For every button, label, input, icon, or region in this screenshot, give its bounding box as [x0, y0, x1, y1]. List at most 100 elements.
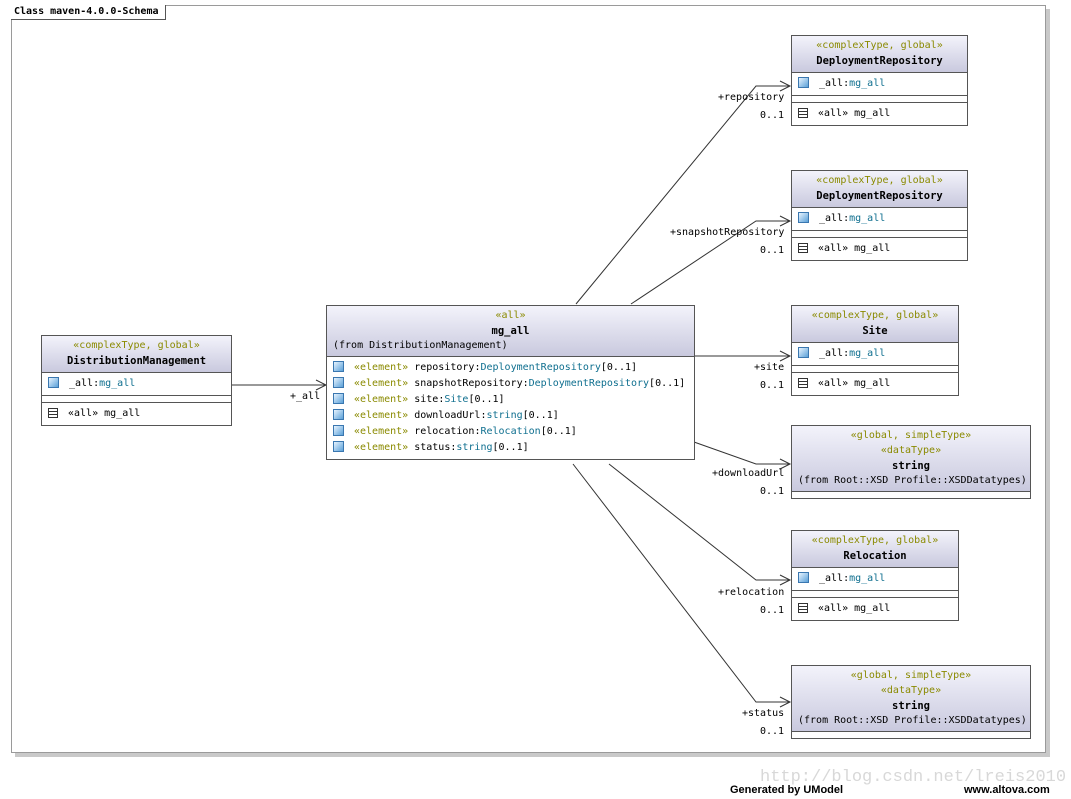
element-icon [333, 377, 344, 388]
stereotype: «global, simpleType» [850, 670, 972, 681]
attribute-section: _all:mg_all [792, 568, 958, 591]
operation-keyword: «all» [818, 108, 849, 119]
assoc-arrow-snapshot [779, 215, 792, 227]
class-header: «complexType, global» Site [792, 306, 958, 343]
operation-keyword: «all» [68, 408, 99, 419]
class-header: «global, simpleType» «dataType» string (… [792, 666, 1030, 732]
class-name: DistributionManagement [66, 355, 207, 367]
attribute-icon [798, 347, 809, 358]
attribute-type: mg_all [849, 573, 886, 584]
class-header: «global, simpleType» «dataType» string (… [792, 426, 1030, 492]
assoc-arrow-repository [779, 80, 792, 92]
element-multiplicity: [0..1] [522, 410, 559, 421]
role-label-site: +site [754, 362, 785, 373]
class-deployment-repository-snapshot[interactable]: «complexType, global» DeploymentReposito… [791, 170, 968, 261]
attribute-icon [798, 212, 809, 223]
class-name: Site [862, 325, 888, 337]
element-type: Relocation [480, 426, 541, 437]
class-header: «all» mg_all (from DistributionManagemen… [327, 306, 694, 357]
element-multiplicity: [0..1] [540, 426, 577, 437]
role-label-downloadurl: +downloadUrl [712, 468, 785, 479]
empty-section [42, 396, 231, 403]
class-header: «complexType, global» DeploymentReposito… [792, 36, 967, 73]
role-label-all: +_all [290, 391, 321, 402]
element-keyword: «element» [354, 410, 409, 421]
from-package: (from Root::XSD Profile::XSDDatatypes) [798, 475, 1027, 486]
role-label-snapshot: +snapshotRepository [670, 227, 785, 238]
element-name: repository [414, 362, 475, 373]
class-name: DeploymentRepository [816, 190, 943, 202]
attribute-type: mg_all [849, 348, 886, 359]
element-multiplicity: [0..1] [492, 442, 529, 453]
class-string-status[interactable]: «global, simpleType» «dataType» string (… [791, 665, 1031, 739]
element-row: «element» repository:DeploymentRepositor… [333, 360, 688, 376]
class-header: «complexType, global» Relocation [792, 531, 958, 568]
stereotype: «complexType, global» [811, 310, 939, 321]
element-icon [333, 393, 344, 404]
assoc-line-repository [575, 85, 790, 305]
assoc-line-relocation [608, 463, 790, 581]
generated-by-label: Generated by UModel [730, 784, 844, 796]
attribute-name: _all [819, 213, 844, 224]
stereotype: «complexType, global» [811, 535, 939, 546]
assoc-line-snapshot [630, 220, 790, 305]
class-header: «complexType, global» DistributionManage… [42, 336, 231, 373]
element-row: «element» downloadUrl:string[0..1] [333, 408, 688, 424]
element-keyword: «element» [354, 426, 409, 437]
operation-keyword: «all» [818, 603, 849, 614]
class-distribution-management[interactable]: «complexType, global» DistributionManage… [41, 335, 232, 426]
operation-section: «all» mg_all [792, 238, 967, 260]
assoc-arrow-site [779, 350, 792, 362]
element-multiplicity: [0..1] [649, 378, 686, 389]
stereotype: «complexType, global» [816, 40, 943, 51]
class-string-downloadurl[interactable]: «global, simpleType» «dataType» string (… [791, 425, 1031, 499]
role-label-relocation: +relocation [718, 587, 785, 598]
class-header: «complexType, global» DeploymentReposito… [792, 171, 967, 208]
assoc-arrow-download [779, 458, 792, 470]
attribute-type: mg_all [849, 78, 886, 89]
from-package: (from Root::XSD Profile::XSDDatatypes) [798, 715, 1027, 726]
assoc-arrow-status [779, 696, 792, 708]
vendor-url[interactable]: www.altova.com [964, 784, 1050, 796]
class-name: DeploymentRepository [816, 55, 943, 67]
attribute-icon [48, 377, 59, 388]
element-row: «element» status:string[0..1] [333, 440, 688, 456]
element-icon [333, 361, 344, 372]
from-package: (from DistributionManagement) [333, 340, 508, 351]
element-icon [333, 409, 344, 420]
stereotype: «all» [495, 310, 526, 321]
operation-section: «all» mg_all [792, 103, 967, 125]
operation-icon [798, 243, 808, 253]
assoc-line-download [693, 441, 790, 465]
operation-section: «all» mg_all [792, 598, 958, 620]
element-icon [333, 441, 344, 452]
attribute-section: _all:mg_all [792, 73, 967, 96]
class-deployment-repository[interactable]: «complexType, global» DeploymentReposito… [791, 35, 968, 126]
multiplicity-downloadurl: 0..1 [760, 486, 785, 497]
element-name: downloadUrl [414, 410, 481, 421]
element-name: snapshotRepository [414, 378, 523, 389]
class-name: mg_all [491, 325, 530, 337]
class-site[interactable]: «complexType, global» Site _all:mg_all «… [791, 305, 959, 396]
multiplicity-repository: 0..1 [760, 110, 785, 121]
element-keyword: «element» [354, 442, 409, 453]
operation-name: mg_all [854, 603, 891, 614]
empty-section [792, 591, 958, 598]
attribute-name: _all [819, 573, 844, 584]
element-type: DeploymentRepository [528, 378, 650, 389]
operation-name: mg_all [854, 243, 891, 254]
element-name: site [414, 394, 439, 405]
attribute-section: _all:mg_all [792, 343, 958, 366]
element-keyword: «element» [354, 362, 409, 373]
class-name: string [892, 700, 930, 712]
element-icon [333, 425, 344, 436]
operation-icon [798, 603, 808, 613]
role-label-status: +status [742, 708, 785, 719]
stereotype: «complexType, global» [816, 175, 943, 186]
class-mg-all[interactable]: «all» mg_all (from DistributionManagemen… [326, 305, 695, 460]
attribute-icon [798, 77, 809, 88]
assoc-line-status [572, 463, 790, 703]
element-section: «element» repository:DeploymentRepositor… [327, 357, 694, 459]
class-relocation[interactable]: «complexType, global» Relocation _all:mg… [791, 530, 959, 621]
